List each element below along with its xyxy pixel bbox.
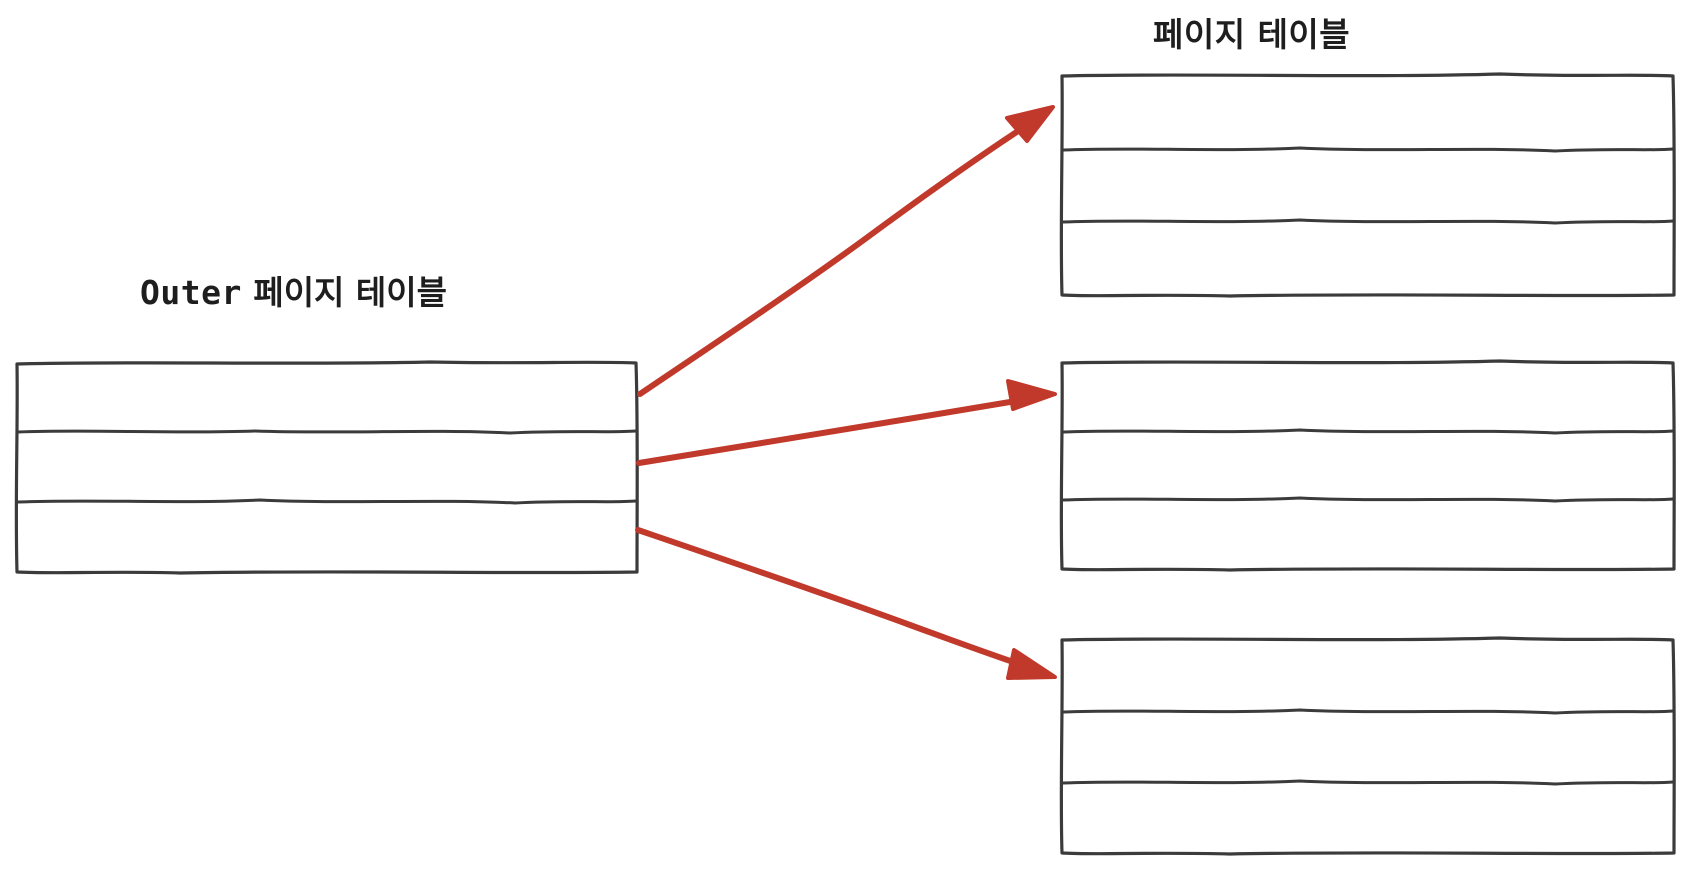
arrow-to-page-table-3[interactable] bbox=[635, 527, 1057, 680]
outer-page-table-row-2[interactable] bbox=[17, 432, 637, 502]
page-table-1-row-1[interactable] bbox=[1062, 76, 1674, 150]
outer-page-table-row-3[interactable] bbox=[17, 502, 637, 572]
page-table-1-row-3[interactable] bbox=[1062, 222, 1674, 295]
arrow-to-page-table-1-head bbox=[1005, 105, 1055, 143]
outer-page-table-row-1[interactable] bbox=[17, 364, 637, 432]
outer-page-table-label-en: Outer bbox=[140, 273, 242, 312]
page-table-3[interactable] bbox=[1059, 636, 1676, 856]
outer-page-table[interactable] bbox=[14, 360, 639, 575]
page-table-2-row-1[interactable] bbox=[1062, 363, 1674, 432]
page-table-title: 페이지 테이블 bbox=[1153, 15, 1351, 54]
arrow-to-page-table-2-line bbox=[636, 393, 1049, 466]
page-table-2[interactable] bbox=[1059, 359, 1676, 572]
page-table-1[interactable] bbox=[1059, 72, 1676, 298]
outer-page-table-label: Outer 페이지 테이블 bbox=[140, 266, 447, 314]
arrow-to-page-table-1-line bbox=[637, 110, 1049, 397]
page-table-3-row-1[interactable] bbox=[1062, 640, 1674, 712]
page-table-3-row-2[interactable] bbox=[1062, 712, 1674, 783]
outer-page-table-label-kr: 페이지 테이블 bbox=[241, 273, 447, 312]
page-table-3-row-3[interactable] bbox=[1062, 783, 1674, 853]
arrow-to-page-table-3-line bbox=[635, 527, 1046, 675]
arrow-to-page-table-3-head bbox=[1006, 648, 1057, 680]
page-table-2-row-2[interactable] bbox=[1062, 432, 1674, 500]
page-table-2-row-3[interactable] bbox=[1062, 500, 1674, 569]
page-table-1-row-2[interactable] bbox=[1062, 150, 1674, 222]
arrow-to-page-table-2[interactable] bbox=[636, 379, 1057, 466]
arrow-to-page-table-2-head bbox=[1006, 379, 1057, 411]
arrow-to-page-table-1[interactable] bbox=[637, 105, 1055, 397]
